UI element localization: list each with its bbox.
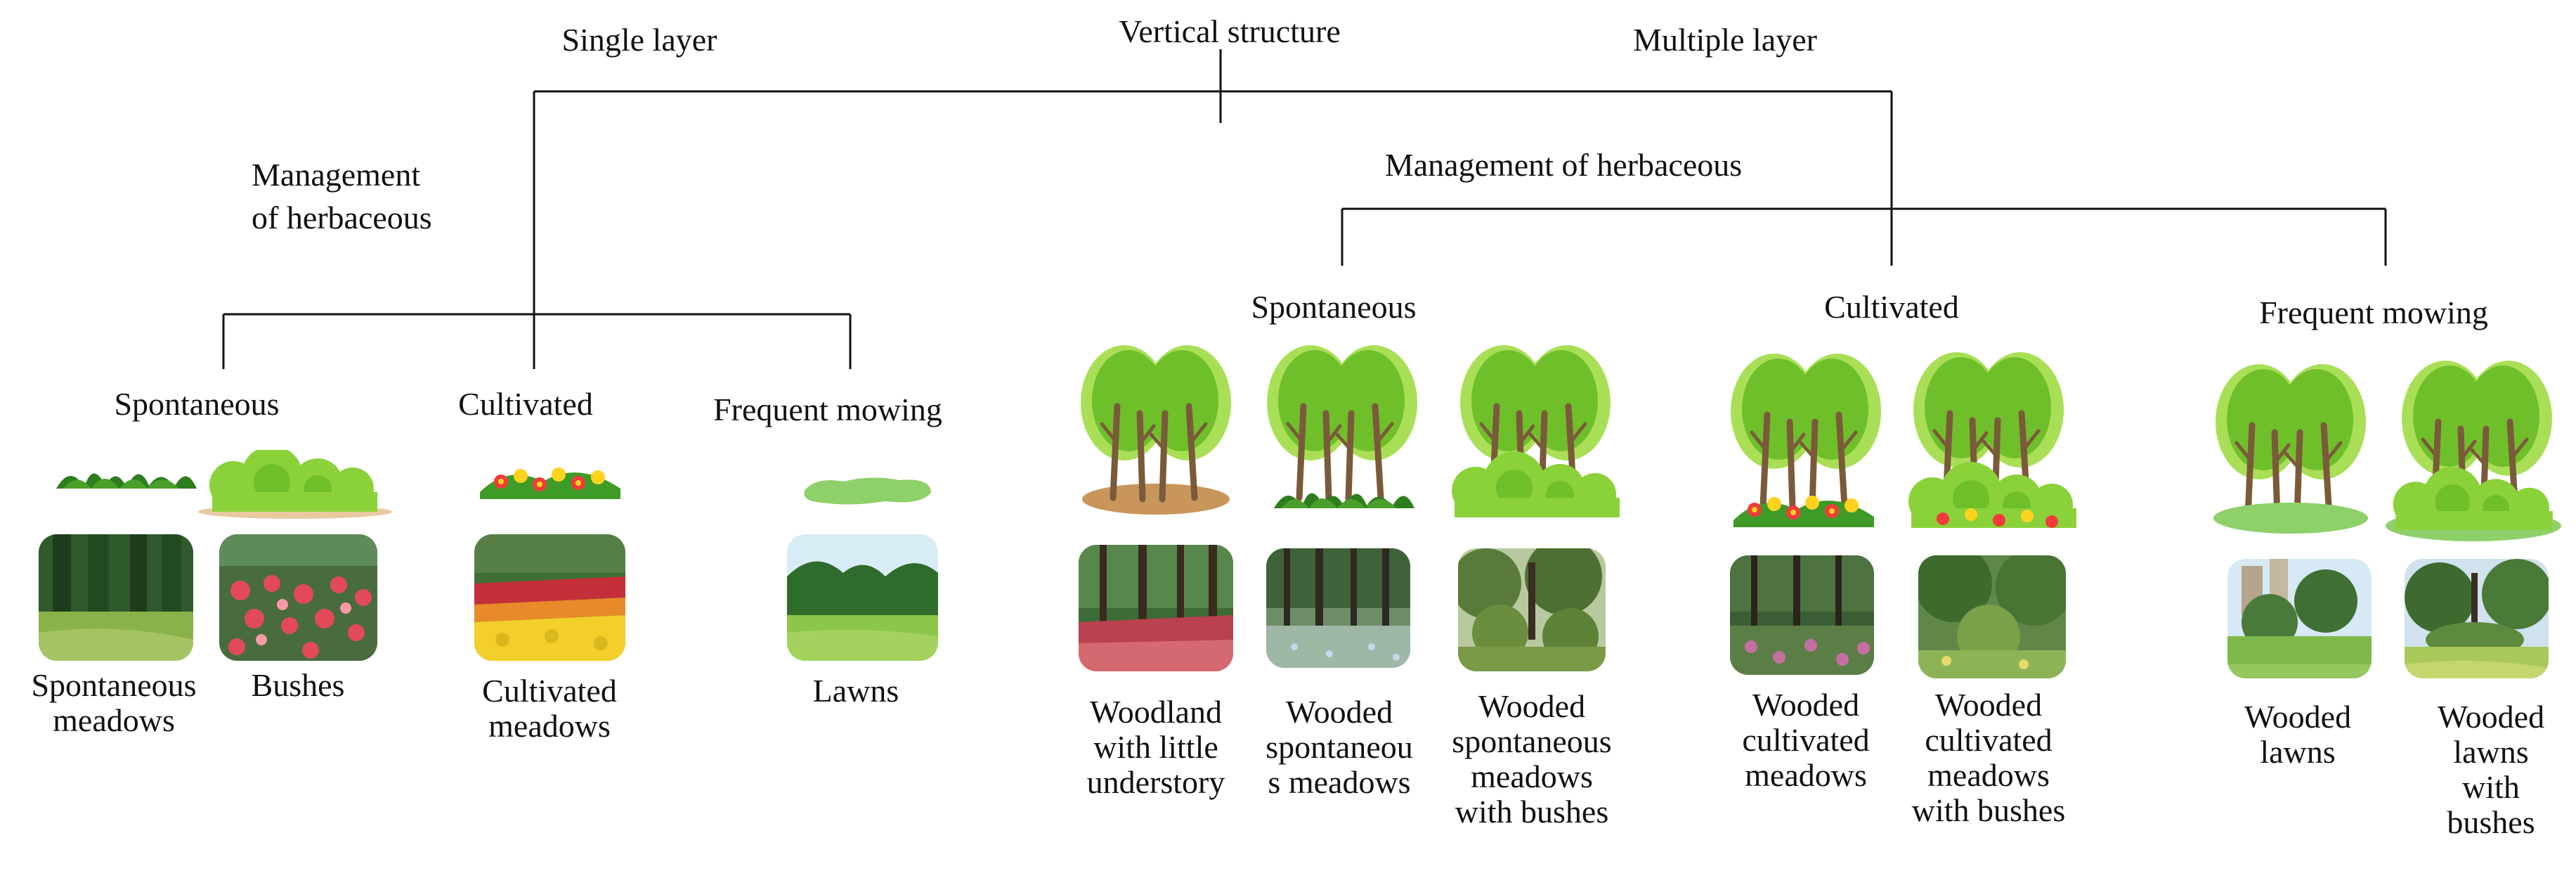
multiple-cultivated-label: Cultivated (1824, 289, 1959, 325)
caption-line: understory (1086, 764, 1225, 800)
single-layer-label: Single layer (561, 22, 717, 58)
caption-line: meadows (488, 708, 611, 744)
caption-line: Bushes (251, 667, 345, 703)
single-management-label-line-2: of herbaceous (252, 200, 432, 236)
wooded-spontaneous-meadows-icon (1261, 336, 1430, 508)
multiple-frequent-mowing-label: Frequent mowing (2259, 295, 2488, 330)
tall-trees-grass-photo (39, 534, 193, 661)
wooded-spontaneous-meadows-bushes-icon (1452, 336, 1620, 517)
caption-wooded-lawns-bushes: Wooded lawns with bushes (2438, 699, 2544, 840)
single-management-label-line-1: Management (252, 157, 421, 193)
wooded-cultivated-meadows-bushes-icon (1908, 343, 2076, 528)
wooded-cultivated-bushes-photo (1918, 555, 2066, 678)
caption-line: Wooded (2437, 699, 2545, 735)
caption-wooded-cultivated-meadows-bushes: Wooded cultivated meadows with bushes (1912, 688, 2066, 828)
woodland-little-understory-icon (1075, 336, 1244, 515)
wooded-bushes-photo (1458, 548, 1606, 671)
caption-wooded-lawns: Wooded lawns (2244, 699, 2351, 770)
caption-line: s meadows (1268, 764, 1411, 800)
root-label: Vertical structure (1119, 13, 1341, 49)
caption-line: meadows (1471, 759, 1593, 794)
lawn-icon (804, 477, 931, 505)
caption-line: meadows (1927, 757, 2050, 793)
wooded-lawn-bushes-photo (2405, 559, 2549, 678)
caption-line: Wooded (1285, 694, 1393, 730)
wooded-lawn-photo (2227, 559, 2372, 678)
caption-line: Wooded (1478, 688, 1586, 724)
wooded-lawns-icon (2210, 355, 2379, 534)
caption-line: meadows (53, 702, 175, 738)
wooded-lawns-bushes-icon (2386, 351, 2561, 541)
caption-lawns: Lawns (813, 673, 899, 709)
multiple-layer-label: Multiple layer (1633, 22, 1817, 58)
yellow-red-flower-beds-photo (474, 534, 625, 661)
caption-line: lawns (2260, 734, 2336, 770)
caption-line: Wooded (2244, 699, 2352, 735)
caption-cultivated-meadows: Cultivated meadows (482, 673, 617, 744)
wooded-cultivated-meadows-icon (1725, 344, 1894, 527)
caption-wooded-spontaneous-meadows: Wooded spontaneou s meadows (1266, 695, 1413, 800)
caption-line: bushes (2447, 804, 2535, 840)
caption-line: with bushes (1911, 792, 2066, 828)
wooded-cultivated-photo (1730, 555, 1874, 675)
red-flowering-shrubs-photo (219, 534, 377, 661)
cultivated-flowers-icon (480, 467, 620, 499)
caption-line: lawns (2453, 734, 2529, 770)
caption-line: cultivated (1925, 722, 2053, 758)
caption-line: with little (1093, 729, 1218, 765)
caption-line: Wooded (1934, 687, 2043, 723)
caption-line: Wooded (1752, 687, 1860, 723)
caption-line: meadows (1745, 757, 1867, 793)
caption-wooded-cultivated-meadows: Wooded cultivated meadows (1742, 688, 1869, 793)
single-spontaneous-label: Spontaneous (114, 386, 280, 422)
multiple-spontaneous-label: Spontaneous (1251, 289, 1417, 325)
open-lawn-photo (787, 534, 938, 661)
single-cultivated-label: Cultivated (458, 386, 593, 422)
caption-line: Cultivated (482, 673, 617, 709)
caption-bushes: Bushes (252, 668, 345, 703)
caption-spontaneous-meadows: Spontaneous meadows (31, 668, 196, 738)
woodland-red-groundcover-photo (1079, 545, 1233, 671)
caption-line: with (2462, 769, 2520, 805)
caption-line: spontaneou (1266, 729, 1413, 765)
caption-line: Woodland (1090, 694, 1222, 730)
caption-line: with bushes (1455, 794, 1609, 830)
caption-line: cultivated (1742, 722, 1870, 758)
wooded-meadow-photo (1266, 548, 1410, 668)
bushes-icon (198, 450, 392, 519)
spontaneous-grass-icon (56, 473, 197, 489)
caption-line: spontaneous (1452, 723, 1612, 759)
caption-woodland-little-understory: Woodland with little understory (1087, 695, 1225, 800)
caption-line: Spontaneous (31, 667, 197, 703)
multiple-management-label: Management of herbaceous (1384, 147, 1743, 183)
single-frequent-mowing-label: Frequent mowing (713, 392, 942, 427)
caption-wooded-spontaneous-meadows-bushes: Wooded spontaneous meadows with bushes (1452, 689, 1611, 830)
caption-line: Lawns (812, 673, 899, 709)
